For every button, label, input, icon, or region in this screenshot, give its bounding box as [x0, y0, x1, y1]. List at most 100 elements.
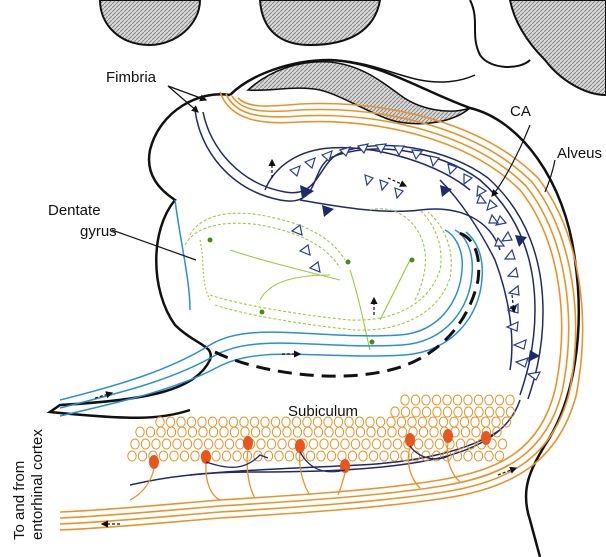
subiculum-cell — [453, 406, 463, 418]
subiculum-cell — [379, 450, 389, 462]
hippocampal-fissure — [214, 230, 481, 378]
hippocampus-outline — [46, 58, 580, 557]
label-entorhinal-line1: To and from — [11, 461, 28, 540]
subiculum-cell — [319, 438, 329, 450]
subiculum-cell — [316, 450, 326, 462]
subiculum-cell — [387, 426, 397, 438]
subiculum-cell — [240, 426, 250, 438]
upper-brain-structures — [98, 0, 606, 125]
subiculum-cell — [460, 426, 471, 438]
ca-filled-cells — [300, 185, 540, 362]
subiculum-cell — [161, 438, 172, 450]
subiculum-cell — [274, 450, 284, 462]
subiculum-cell — [166, 426, 177, 438]
subiculum-cell — [366, 426, 376, 438]
subiculum-cell — [397, 426, 408, 438]
subiculum-cell — [155, 416, 165, 428]
subiculum-cell — [340, 438, 350, 450]
subiculum-cell — [324, 426, 334, 438]
subiculum-cell — [284, 450, 295, 462]
subiculum-cell — [197, 416, 207, 428]
subiculum-cell — [429, 426, 439, 438]
subiculum-cell — [305, 450, 316, 462]
subiculum-cell — [434, 438, 445, 450]
subiculum-cell — [354, 416, 365, 428]
subiculum-cell — [431, 394, 442, 406]
subiculum-cell — [466, 438, 476, 450]
label-dentate: Dentate — [48, 202, 101, 219]
subiculum-cell — [463, 406, 474, 418]
subiculum-cell — [130, 438, 140, 450]
subiculum-cell — [471, 426, 481, 438]
subiculum-cell — [219, 426, 229, 438]
subiculum-cell — [232, 450, 242, 462]
subiculum-cell — [410, 450, 421, 462]
subiculum-cell — [271, 426, 282, 438]
subiculum-cell — [452, 394, 463, 406]
subiculum-cell — [442, 406, 453, 418]
subiculum-cell — [386, 416, 396, 428]
subiculum-cell — [455, 438, 466, 450]
subiculum-cell — [172, 438, 182, 450]
subiculum-cell — [344, 416, 354, 428]
label-alveus: Alveus — [557, 145, 602, 162]
subiculum-cell — [193, 438, 203, 450]
dentate-granule-layer — [184, 208, 452, 351]
subiculum-cell — [463, 450, 473, 462]
subiculum-cell — [323, 416, 333, 428]
subiculum-cell — [187, 426, 198, 438]
subiculum-cell — [250, 426, 261, 438]
subiculum-cell — [410, 394, 421, 406]
subiculum-cell — [345, 426, 355, 438]
subiculum-cell — [256, 438, 266, 450]
subiculum-cell — [179, 450, 190, 462]
subiculum-cell — [312, 416, 323, 428]
label-entorhinal-line2: entorhinal cortex — [29, 429, 46, 540]
subiculum-cell — [281, 416, 291, 428]
subiculum-cell — [182, 438, 193, 450]
subiculum-cell — [438, 416, 449, 428]
subiculum-cell — [365, 416, 375, 428]
subiculum-cell — [400, 406, 411, 418]
subiculum-cell — [292, 426, 303, 438]
flow-arrows — [94, 158, 518, 528]
subiculum-cell — [266, 438, 277, 450]
subiculum-cell — [407, 416, 417, 428]
subiculum-cell — [302, 416, 312, 428]
subiculum-navy-links — [205, 445, 451, 473]
subiculum-cell — [382, 438, 392, 450]
subiculum-cell — [501, 416, 512, 428]
subiculum-cell — [463, 394, 473, 406]
subiculum-cell — [203, 438, 214, 450]
label-subiculum: Subiculum — [288, 403, 358, 420]
subiculum-cell — [375, 416, 386, 428]
subiculum-cell — [396, 416, 407, 428]
subiculum-cell — [291, 416, 302, 428]
subiculum-cell — [208, 426, 219, 438]
label-fimbria: Fimbria — [106, 69, 157, 86]
subiculum-cell — [313, 426, 324, 438]
subiculum-cell — [442, 394, 452, 406]
subiculum-cell — [326, 450, 337, 462]
subiculum-cell — [229, 426, 240, 438]
subiculum-cell — [459, 416, 470, 428]
subiculum-cell — [228, 416, 239, 428]
subiculum-cell — [480, 416, 491, 428]
subiculum-cell — [421, 394, 431, 406]
subiculum-cell — [211, 450, 221, 462]
subiculum-cell — [473, 394, 484, 406]
subiculum-cell — [371, 438, 382, 450]
subiculum-cell — [127, 450, 137, 462]
subiculum-cell — [361, 438, 371, 450]
dentate-cell-bodies — [207, 237, 415, 345]
subiculum-cell — [263, 450, 274, 462]
subiculum-cell — [260, 416, 270, 428]
subiculum-cell — [186, 416, 197, 428]
subiculum-cell — [190, 450, 200, 462]
subiculum-cell — [308, 438, 319, 450]
perforant-path-fibers — [59, 199, 484, 417]
subiculum-cell — [368, 450, 379, 462]
subiculum-cell — [413, 438, 424, 450]
subiculum-cell — [411, 406, 421, 418]
